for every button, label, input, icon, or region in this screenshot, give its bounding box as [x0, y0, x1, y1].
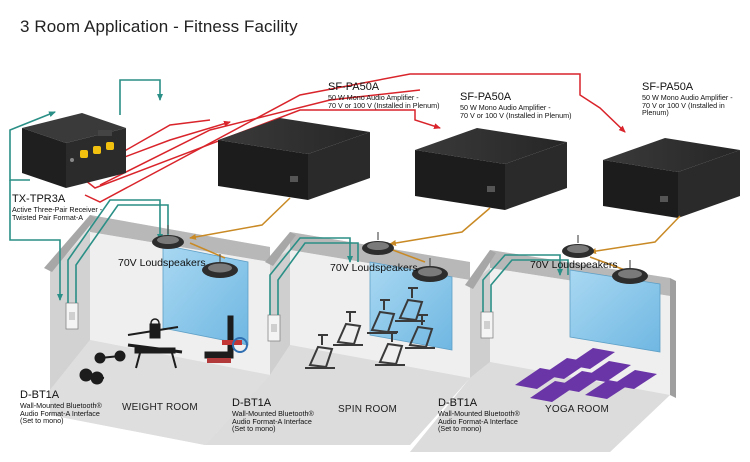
- interface-cables: [9, 79, 569, 315]
- amplifier-desc-2: 70 V or 100 V (Installed in Plenum): [460, 110, 572, 120]
- wall-plate-spin: [267, 314, 281, 342]
- interface-desc-1: Wall-Mounted Bluetooth®: [438, 408, 520, 418]
- amplifier-device-1: [218, 118, 370, 200]
- interface-desc-3: (Set to mono): [438, 424, 482, 434]
- weight-room-floor-area: [50, 340, 270, 445]
- speaker-label-yoga: 70V Loudspeakers: [530, 259, 618, 271]
- speakers-yoga: [562, 235, 648, 284]
- yoga-room-end-wall: [670, 278, 676, 398]
- room-name-weight: WEIGHT ROOM: [122, 402, 198, 413]
- amplifier-label-2: SF-PA50A 50 W Mono Audio Amplifier - 70 …: [460, 91, 572, 120]
- amplifier-device-2: [415, 128, 567, 210]
- room-name-spin: SPIN ROOM: [338, 404, 398, 415]
- speaker-label-spin: 70V Loudspeakers: [330, 262, 418, 274]
- interface-desc-2: Audio Format-A Interface: [20, 408, 100, 418]
- interface-desc-1: Wall-Mounted Bluetooth®: [20, 400, 102, 410]
- receiver-label: TX-TPR3A Active Three-Pair Receiver - Tw…: [12, 193, 103, 222]
- yoga-room: [410, 250, 676, 452]
- weight-room-wall-edge: [44, 215, 96, 272]
- yoga-room-side-wall: [470, 268, 490, 378]
- interface-desc-2: Audio Format-A Interface: [438, 416, 518, 426]
- amplifier-desc-1: 50 W Mono Audio Amplifier -: [642, 92, 733, 102]
- interface-desc-3: (Set to mono): [232, 424, 276, 434]
- interface-model: D-BT1A: [20, 389, 60, 401]
- interface-desc-2: Audio Format-A Interface: [232, 416, 312, 426]
- interface-label-yoga: D-BT1A Wall-Mounted Bluetooth® Audio For…: [438, 397, 520, 434]
- wall-plate-weight: [65, 302, 79, 330]
- speakers-spin: [362, 232, 448, 282]
- spin-bikes: [305, 287, 435, 369]
- interface-label-spin: D-BT1A Wall-Mounted Bluetooth® Audio For…: [232, 397, 314, 434]
- yoga-room-wall-edge: [465, 250, 496, 289]
- wall-plate-yoga: [480, 311, 494, 339]
- amplifier-desc-2: 70 V or 100 V (Installed in Plenum): [328, 100, 440, 110]
- spin-room-floor-area: [205, 345, 470, 445]
- interface-model: D-BT1A: [438, 397, 478, 409]
- speakers-weight: [152, 225, 238, 278]
- receiver-device: [22, 113, 126, 188]
- receiver-desc-2: Twisted Pair Format-A: [12, 212, 84, 222]
- room-name-yoga: YOGA ROOM: [545, 404, 610, 415]
- interface-desc-3: (Set to mono): [20, 416, 64, 426]
- interface-model: D-BT1A: [232, 397, 272, 409]
- spin-room-wall-edge: [265, 232, 296, 266]
- receiver-model: TX-TPR3A: [12, 193, 66, 205]
- interface-label-weight: D-BT1A Wall-Mounted Bluetooth® Audio For…: [20, 389, 102, 426]
- interface-desc-1: Wall-Mounted Bluetooth®: [232, 408, 314, 418]
- amplifier-desc-1: 50 W Mono Audio Amplifier -: [328, 92, 419, 102]
- weight-equipment: [79, 315, 248, 385]
- speaker-cables: [189, 197, 681, 271]
- speaker-label-weight: 70V Loudspeakers: [118, 257, 206, 269]
- spin-room-side-wall: [270, 250, 290, 375]
- amplifier-desc-2: 70 V or 100 V (Installed in Plenum): [642, 100, 725, 118]
- amplifier-label-1: SF-PA50A 50 W Mono Audio Amplifier - 70 …: [328, 81, 440, 110]
- amplifier-model: SF-PA50A: [642, 81, 694, 93]
- amplifier-model: SF-PA50A: [328, 81, 380, 93]
- receiver-desc-1: Active Three-Pair Receiver -: [12, 204, 103, 214]
- amplifier-model: SF-PA50A: [460, 91, 512, 103]
- amplifier-device-3: [603, 138, 740, 218]
- yoga-mats: [515, 348, 657, 402]
- amplifier-desc-1: 50 W Mono Audio Amplifier -: [460, 102, 551, 112]
- amplifier-label-3: SF-PA50A 50 W Mono Audio Amplifier - 70 …: [642, 81, 750, 118]
- page-title: 3 Room Application - Fitness Facility: [20, 17, 298, 36]
